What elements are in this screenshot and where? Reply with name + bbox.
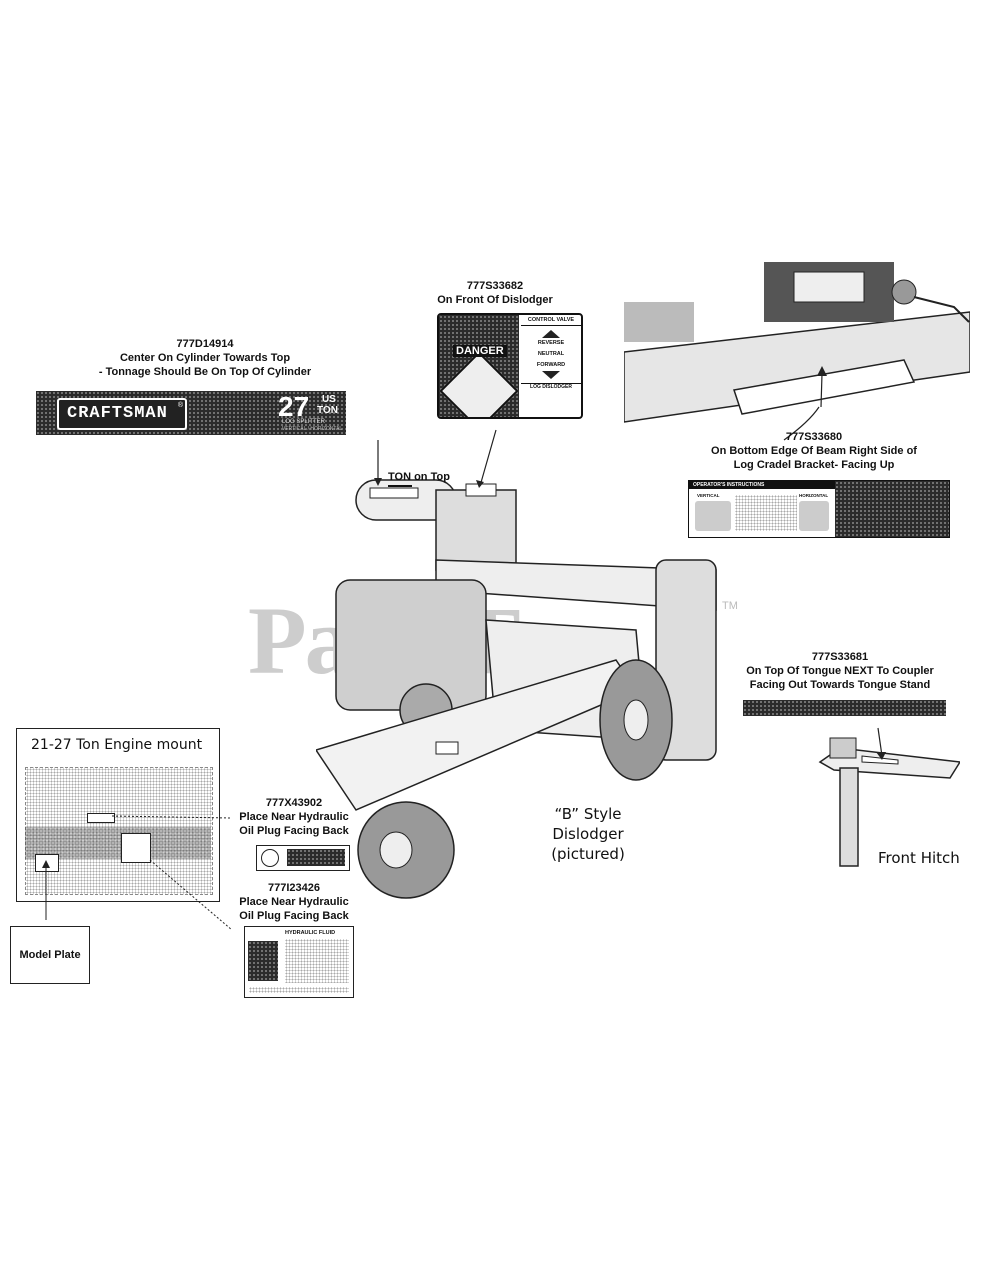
oil-plug-1-caption: 777X43902 Place Near Hydraulic Oil Plug …	[222, 796, 366, 838]
craftsman-brand-box: CRAFTSMAN ®	[57, 398, 187, 430]
beam-horizontal: HORIZONTAL	[799, 493, 829, 498]
dislodger-control-valve: CONTROL VALVE	[521, 315, 581, 326]
craftsman-decal: CRAFTSMAN ® 27 US TON LOG SPLITTER VERTI…	[36, 391, 346, 435]
oil-plug-2-line2: Oil Plug Facing Back	[239, 910, 349, 922]
oil-plug-2-part-number: 777I23426	[268, 882, 320, 894]
dislodger-line1: On Front Of Dislodger	[437, 294, 553, 306]
dislodger-part-number: 777S33682	[466, 280, 524, 292]
beam-line2: Log Cradel Bracket- Facing Up	[733, 459, 895, 471]
craftsman-tonnage: 27	[278, 391, 310, 422]
craftsman-caption: 777D14914 Center On Cylinder Towards Top…	[60, 337, 350, 379]
dislodger-right-panel: CONTROL VALVE REVERSE NEUTRAL FORWARD LO…	[521, 315, 581, 417]
beam-text-block	[735, 495, 797, 531]
beam-header: OPERATOR'S INSTRUCTIONS	[689, 481, 837, 489]
dislodger-danger: DANGER	[453, 345, 507, 357]
engine-mount-arrows	[42, 815, 233, 931]
oil-plug-2-line1: Place Near Hydraulic	[239, 896, 349, 908]
ton-on-top-label: TON on Top	[388, 471, 450, 483]
b-style-line2: (pictured)	[551, 845, 625, 863]
oil-plug-marker-2	[121, 833, 151, 863]
dislodger-reverse: REVERSE	[537, 340, 565, 346]
beam-decal: OPERATOR'S INSTRUCTIONS VERTICAL HORIZON…	[688, 480, 950, 538]
tongue-line1: On Top Of Tongue NEXT To Coupler	[746, 665, 934, 677]
craftsman-sub1: LOG SPLITTER	[282, 419, 326, 425]
beam-caption: 777S33680 On Bottom Edge Of Beam Right S…	[684, 430, 944, 472]
dislodger-log-dislodger: LOG DISLODGER	[521, 383, 581, 390]
ton-on-top-text: TON on Top	[388, 471, 450, 483]
craftsman-ton: TON	[317, 405, 338, 416]
tongue-caption: 777S33681 On Top Of Tongue NEXT To Coupl…	[720, 650, 960, 692]
dislodger-neutral: NEUTRAL	[537, 351, 565, 357]
tongue-decal	[743, 700, 946, 716]
craftsman-sub2: VERTICAL / HORIZONTAL	[282, 426, 343, 432]
watermark-tm: TM	[722, 600, 738, 612]
beam-warning-panel	[835, 481, 949, 537]
oil-plug-2-text-block	[285, 939, 349, 983]
oil-plug-1-text-panel	[287, 849, 345, 866]
oil-plug-marker-1	[87, 813, 115, 823]
craftsman-reg: ®	[177, 402, 183, 409]
beam-line1: On Bottom Edge Of Beam Right Side of	[711, 445, 917, 457]
oil-plug-1-line1: Place Near Hydraulic	[239, 811, 349, 823]
craftsman-part-number: 777D14914	[176, 338, 234, 350]
dislodger-arrow-down	[542, 371, 560, 379]
oil-plug-2-caption: 777I23426 Place Near Hydraulic Oil Plug …	[222, 881, 366, 923]
model-plate-box: Model Plate	[10, 926, 90, 984]
dislodger-decal: DANGER CONTROL VALVE REVERSE NEUTRAL FOR…	[437, 313, 583, 419]
beam-inset-drawing	[624, 262, 970, 458]
oil-plug-2-footer	[249, 987, 349, 993]
tongue-line2: Facing Out Towards Tongue Stand	[749, 679, 931, 691]
dislodger-forward: FORWARD	[536, 362, 566, 368]
front-hitch-drawing	[818, 727, 960, 867]
b-style-line1: “B” Style Dislodger	[552, 805, 624, 843]
oil-plug-2-icon-panel	[248, 941, 278, 981]
beam-vertical: VERTICAL	[697, 493, 720, 498]
dislodger-arrow-up	[542, 330, 560, 338]
craftsman-us: US	[322, 394, 336, 405]
beam-illustration-right	[799, 501, 829, 531]
oil-plug-1-part-number: 777X43902	[265, 797, 323, 809]
model-plate-label: Model Plate	[19, 949, 81, 961]
craftsman-brand: CRAFTSMAN	[67, 404, 168, 423]
beam-part-number: 777S33680	[785, 431, 843, 443]
oil-plug-1-icon	[261, 849, 279, 867]
oil-plug-2-decal: HYDRAULIC FLUID	[244, 926, 354, 998]
dislodger-caption: 777S33682 On Front Of Dislodger	[400, 279, 590, 307]
craftsman-line2: - Tonnage Should Be On Top Of Cylinder	[98, 366, 312, 378]
engine-mount-title: 21-27 Ton Engine mount	[31, 737, 203, 753]
tongue-part-number: 777S33681	[811, 651, 869, 663]
engine-mount-inset: 21-27 Ton Engine mount	[16, 728, 220, 902]
front-hitch-label: Front Hitch	[878, 849, 960, 867]
beam-illustration-left	[695, 501, 731, 531]
craftsman-line1: Center On Cylinder Towards Top	[119, 352, 291, 364]
engine-mount-base	[25, 827, 211, 859]
b-style-caption: “B” Style Dislodger (pictured)	[518, 804, 658, 864]
oil-plug-1-line2: Oil Plug Facing Back	[239, 825, 349, 837]
engine-mount-plate	[25, 767, 213, 895]
oil-plug-2-header: HYDRAULIC FLUID	[285, 930, 336, 936]
log-splitter-drawing	[316, 429, 717, 899]
oil-plug-1-decal	[256, 845, 350, 871]
ton-underline	[388, 485, 412, 487]
